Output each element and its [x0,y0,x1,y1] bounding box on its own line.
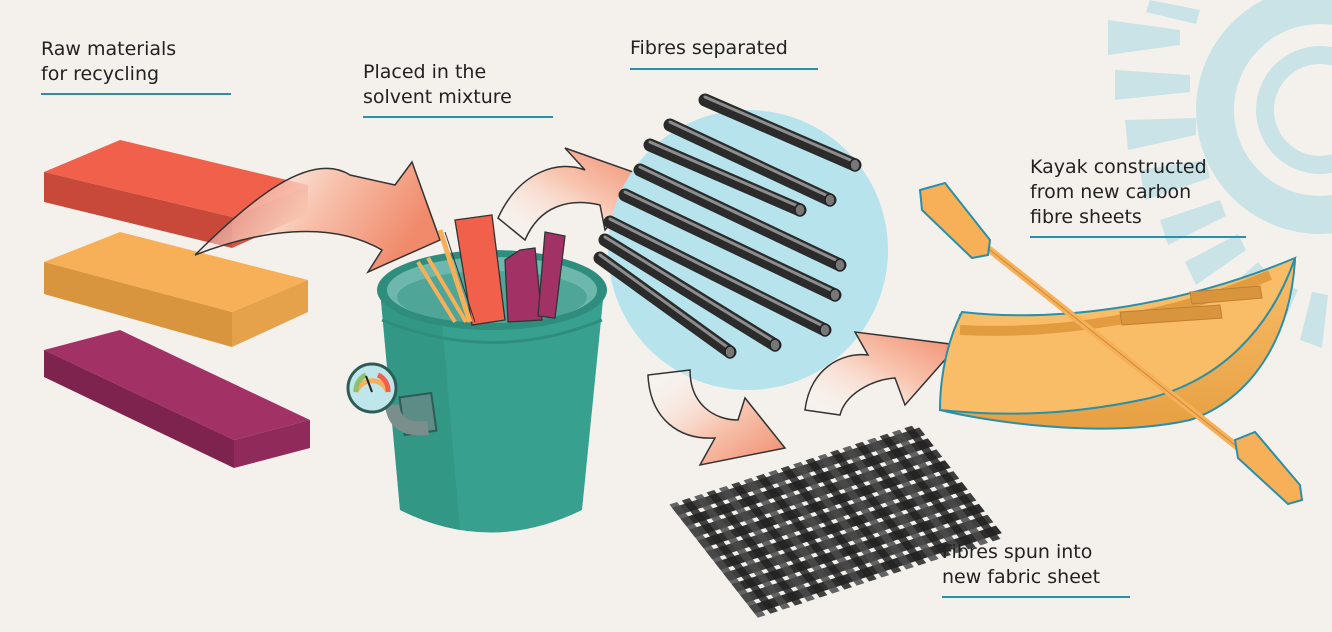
fibre-strand [618,188,842,302]
fibre-highlight [623,190,837,294]
rule-fabric [942,596,1130,598]
rule-solvent [363,116,553,118]
separated-fibres [593,93,888,390]
weave-warp [867,437,964,554]
fabric-sheet [669,425,1002,618]
fibre-end [794,203,806,217]
weave-warp [842,445,939,562]
fibre-end [769,338,781,352]
weave-warp [669,502,766,618]
kayak-paddle [918,181,1304,506]
fibre-strand [593,251,737,359]
pressure-gauge [346,362,438,437]
label-fabric-line-1: Fibres spun into [942,541,1093,563]
arrow-to-kayak [804,331,960,416]
fibre-strand [663,118,837,207]
weave-warp [694,493,791,610]
label-kayak-line-2: from new carbon [1030,181,1192,203]
fibre-strand [603,215,832,337]
label-solvent-line-1: Placed in the [363,61,487,83]
fibre-highlight [668,120,832,199]
weave-warp [817,453,914,570]
fibre-strand [633,163,847,272]
fibre-highlight [598,253,732,351]
kayak [918,181,1304,506]
fibre-strand [698,93,862,172]
sheet-purple [44,330,310,468]
weave-warp [681,498,778,614]
arrow-to-fabric [647,369,787,467]
weave-warp [718,485,815,602]
label-raw-materials-line-2: for recycling [41,63,160,85]
fibre-end [829,288,841,302]
fibre-end [824,193,836,207]
label-kayak-line-3: fibre sheets [1030,206,1142,228]
sheet-orange [44,232,308,347]
raw-material-sheets [44,140,310,468]
label-separated: Fibres separated [630,36,788,61]
weave-warp [793,461,890,578]
solvent-bucket [346,214,607,533]
weave-warp [743,477,840,594]
weave-warp [755,473,853,590]
fibre-highlight [648,140,802,209]
weave-warp [706,489,803,606]
label-solvent: Placed in the solvent mixture [363,60,512,110]
rule-separated [630,68,818,70]
fibre-highlight [608,217,827,329]
fibre-end [819,323,831,337]
weave-warp [780,465,877,582]
weave-warp [891,429,989,546]
weave-warp [854,441,951,558]
fibre-end [834,258,846,272]
weave-warp [731,481,828,598]
weave-warp [805,457,902,574]
label-raw-materials: Raw materials for recycling [41,37,176,87]
weave-warp [879,433,976,550]
weave-warp [768,469,865,586]
label-fabric: Fibres spun into new fabric sheet [942,540,1100,590]
weave-warp [830,449,927,566]
rule-raw-materials [41,93,231,95]
fibre-highlight [603,235,777,344]
fibre-end [724,345,736,359]
fibre-highlight [703,95,857,164]
fibre-strand [643,138,807,217]
weave-warp [904,425,1001,542]
label-separated-line-1: Fibres separated [630,37,788,59]
rule-kayak [1030,236,1246,238]
fibre-end [849,158,861,172]
label-kayak-line-1: Kayak constructed [1030,156,1207,178]
label-kayak: Kayak constructed from new carbon fibre … [1030,155,1207,230]
label-raw-materials-line-1: Raw materials [41,38,177,60]
fibre-strand [598,233,782,352]
fibre-highlight [638,165,842,264]
label-fabric-line-2: new fabric sheet [942,566,1101,588]
label-solvent-line-2: solvent mixture [363,86,512,108]
arrow-to-bucket [194,160,441,274]
